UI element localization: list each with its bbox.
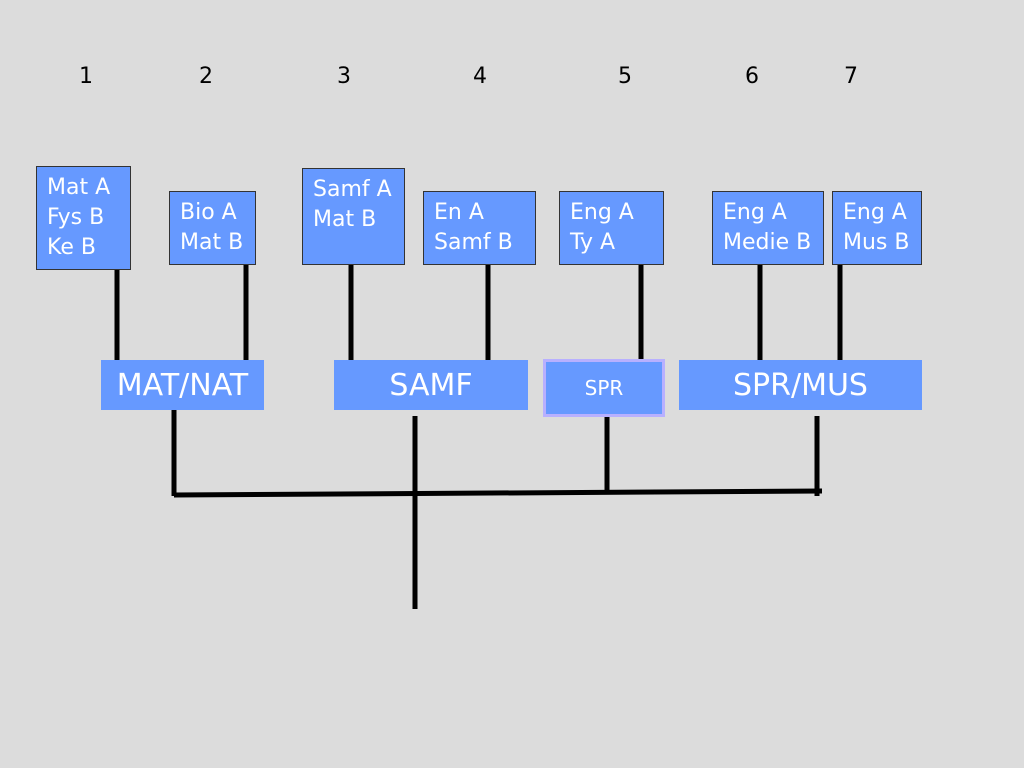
subject-box-4: En A Samf B [423,191,536,265]
column-number-6: 6 [745,64,759,89]
subject-box-1: Mat A Fys B Ke B [36,166,131,270]
column-number-3: 3 [337,64,351,89]
subject-line: En A [434,200,484,225]
subject-line: Mat B [313,207,377,232]
subject-box-7: Eng A Mus B [832,191,922,265]
subject-box-2: Bio A Mat B [169,191,256,265]
subject-line: Eng A [723,200,787,225]
column-number-7: 7 [844,64,858,89]
group-matnat: MAT/NAT [101,360,264,410]
subject-line: Fys B [47,205,105,230]
subject-line: Eng A [570,200,634,225]
subject-line: Mat A [47,175,111,200]
column-number-5: 5 [618,64,632,89]
column-number-2: 2 [199,64,213,89]
column-number-1: 1 [79,64,93,89]
subject-line: Mat B [180,230,244,255]
subject-line: Samf A [313,177,392,202]
subject-line: Ke B [47,235,96,260]
subject-line: Bio A [180,200,237,225]
group-spr: SPR [543,359,665,417]
subject-line: Mus B [843,230,910,255]
subject-box-5: Eng A Ty A [559,191,664,265]
subject-line: Medie B [723,230,812,255]
group-samf: SAMF [334,360,528,410]
subject-box-6: Eng A Medie B [712,191,824,265]
subject-line: Eng A [843,200,907,225]
subject-box-3: Samf A Mat B [302,168,405,265]
subject-line: Ty A [570,230,616,255]
column-number-4: 4 [473,64,487,89]
subject-line: Samf B [434,230,513,255]
horizontal-bar [173,488,823,498]
group-sprmus: SPR/MUS [679,360,922,410]
